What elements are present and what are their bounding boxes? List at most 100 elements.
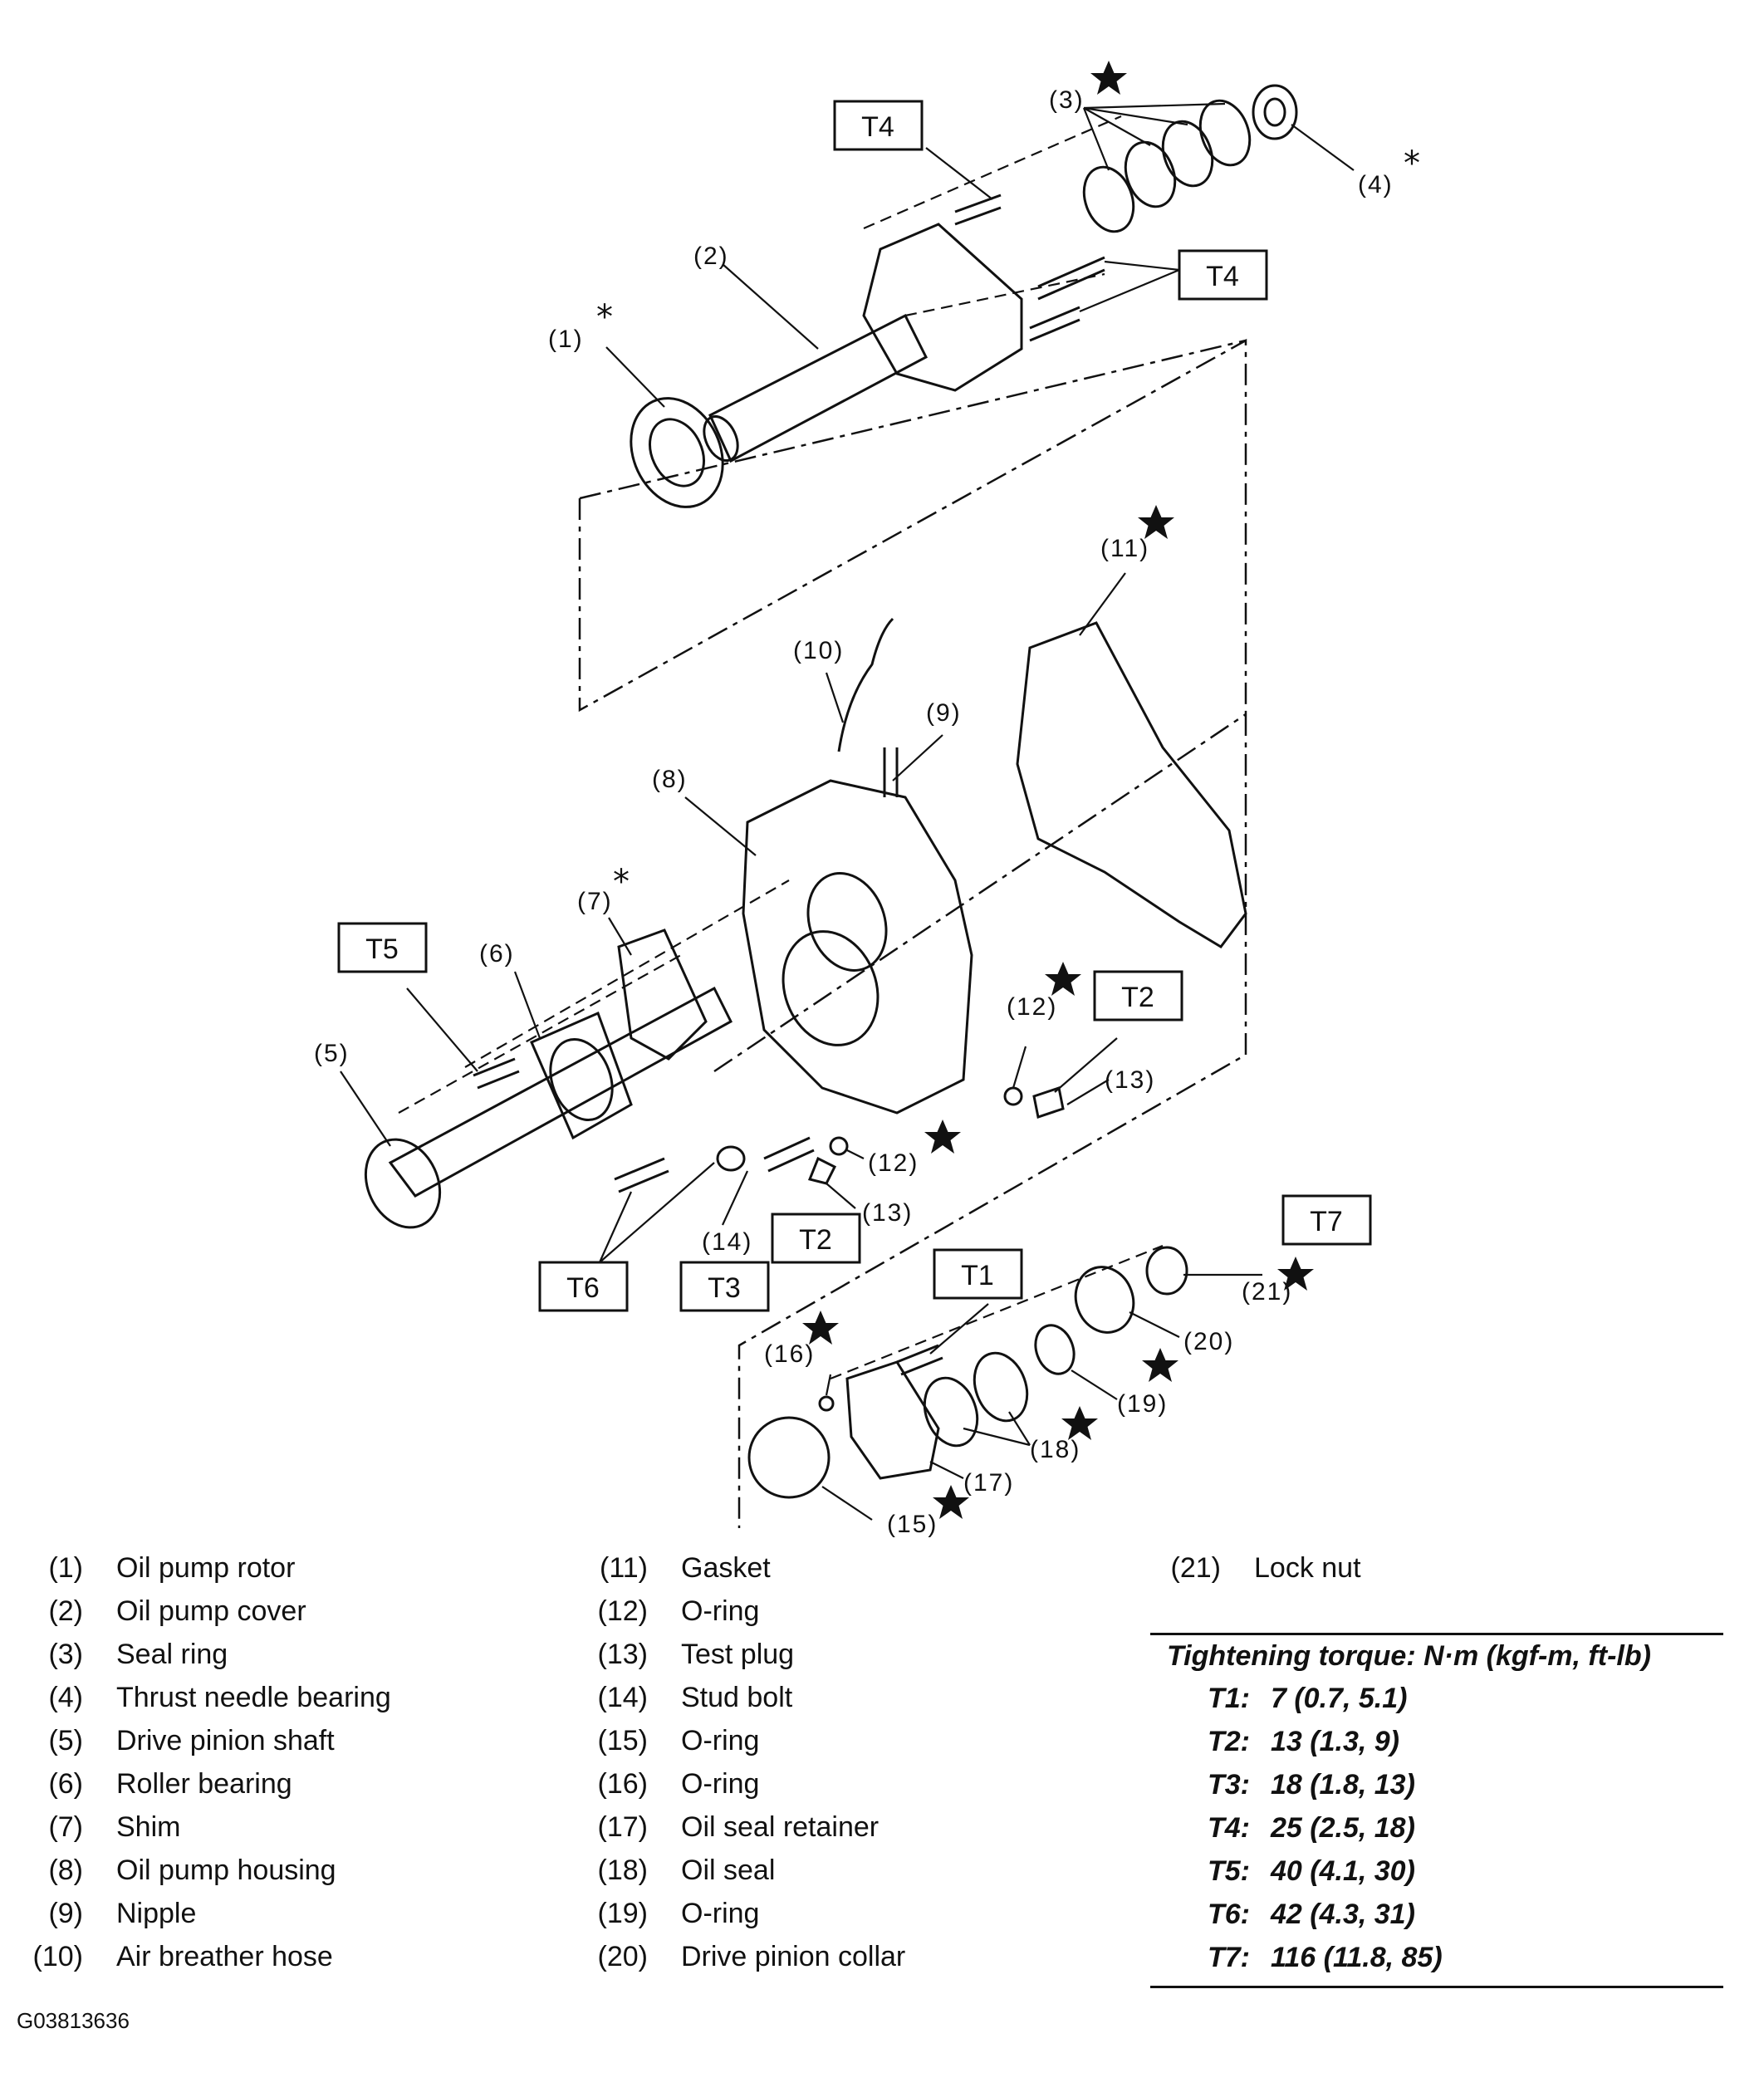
asterisk-7: * [613,863,630,901]
star-19 [1142,1348,1178,1382]
svg-text:T7: T7 [1310,1206,1343,1237]
legend-item: (21)Lock nut [1170,1552,1361,1584]
legend-item: (5)Drive pinion shaft [48,1725,335,1756]
torque-table: Tightening torque: N·m (kgf-m, ft-lb) T1… [1150,1633,1723,1988]
callout-17: (17) [963,1469,1014,1497]
torque-box-t1: T1 [933,1248,1023,1300]
asterisk-1: * [596,298,613,336]
parts-legend-col-3: (21)Lock nut [1138,1546,1361,1590]
callout-11: (11) [1100,535,1149,562]
bolts-and-plugs [473,1057,1065,1193]
legend-item: (4)Thrust needle bearing [48,1682,391,1713]
callout-16: (16) [764,1340,815,1368]
legend-item: (9)Nipple [48,1898,197,1929]
callout-6: (6) [479,940,515,968]
torque-box-t3: T3 [679,1261,770,1312]
legend-item: (15)O-ring [597,1725,760,1756]
svg-text:T6: T6 [566,1272,600,1304]
callout-21: (21) [1242,1278,1292,1306]
nipple [883,747,899,797]
svg-text:T2: T2 [1121,982,1154,1013]
legend-item: (3)Seal ring [48,1639,228,1670]
torque-row: T3:18 (1.8, 13) [1208,1769,1415,1801]
legend-item: (1)Oil pump rotor [48,1552,296,1584]
torque-table-title: Tightening torque: N·m (kgf-m, ft-lb) [1167,1640,1651,1672]
callout-7: (7) [577,888,613,915]
torque-box-t7: T7 [1281,1194,1372,1246]
legend-item: (8)Oil pump housing [48,1854,336,1886]
torque-row: T6:42 (4.3, 31) [1208,1899,1415,1930]
star-16 [802,1311,839,1345]
exploded-diagram: * * * (1) (2) (3) (4) (5) (6) (7) (8) (9… [314,61,1420,1538]
o-ring-16 [818,1395,835,1412]
o-ring-15 [747,1416,831,1499]
legend-item: (10)Air breather hose [32,1941,333,1972]
legend-item: (20)Drive pinion collar [597,1941,906,1972]
oil-pump-cover [703,223,1023,463]
seal-rings [1082,99,1252,233]
shim [617,928,708,1061]
torque-box-t4-right: T4 [1178,249,1268,301]
thrust-needle-bearing [1252,84,1298,140]
callout-8: (8) [652,766,688,793]
callout-13b: (13) [862,1199,913,1227]
parts-legend-col-2: (11)Gasket (12)O-ring (13)Test plug (14)… [565,1546,906,1978]
callout-12a: (12) [1007,993,1057,1021]
legend-item: (11)Gasket [600,1552,771,1584]
legend-item: (13)Test plug [597,1639,795,1670]
legend-item: (2)Oil pump cover [48,1595,306,1627]
parts-legend-col-1: (1)Oil pump rotor (2)Oil pump cover (3)S… [0,1546,391,1978]
torque-box-t6: T6 [538,1261,629,1312]
air-breather-hose [837,617,894,752]
leader-lines [340,102,1355,1521]
callout-20: (20) [1183,1328,1234,1355]
torque-row: T2:13 (1.3, 9) [1208,1726,1399,1757]
legend-item: (7)Shim [48,1811,181,1843]
legend-item: (12)O-ring [597,1595,760,1627]
gasket [1016,621,1247,948]
legend-item: (18)Oil seal [597,1854,776,1886]
torque-row: T4:25 (2.5, 18) [1208,1812,1415,1844]
torque-row: T7:116 (11.8, 85) [1208,1942,1443,1973]
torque-box-t2-right: T2 [1093,970,1183,1022]
callout-3: (3) [1049,86,1085,114]
asterisk-4: * [1404,145,1420,183]
legend-item: (14)Stud bolt [597,1682,793,1713]
bottom-seal-group [747,1246,1188,1499]
torque-row: T1:7 (0.7, 5.1) [1208,1683,1408,1714]
callout-13a: (13) [1105,1066,1155,1094]
callout-10: (10) [793,637,844,664]
callout-19: (19) [1117,1390,1168,1418]
callout-15: (15) [887,1511,938,1538]
callout-4: (4) [1358,171,1394,198]
torque-box-t2-left: T2 [771,1213,861,1264]
svg-text:T1: T1 [961,1260,994,1291]
svg-text:T4: T4 [861,111,894,143]
svg-text:T2: T2 [799,1224,832,1256]
callout-14: (14) [702,1228,752,1256]
figure-code: G03813636 [17,2008,130,2033]
torque-row: T5:40 (4.1, 30) [1208,1855,1415,1887]
t4-bolts [954,194,1105,342]
star-11 [1138,505,1174,539]
svg-text:T3: T3 [708,1272,741,1304]
callout-18: (18) [1030,1436,1080,1463]
svg-text:T4: T4 [1206,261,1239,292]
callout-12b: (12) [868,1149,919,1177]
oil-seal-retainer [845,1360,940,1480]
star-3 [1090,61,1127,95]
oil-pump-rotor [630,397,724,508]
roller-bearing [530,1011,633,1140]
drive-pinion-shaft [364,986,733,1229]
oil-pump-housing [742,779,973,1115]
svg-text:T5: T5 [365,933,399,965]
legend-item: (6)Roller bearing [48,1768,292,1800]
callout-9: (9) [926,699,962,727]
torque-box-t5: T5 [337,922,428,973]
callout-2: (2) [693,243,729,270]
star-12a [1045,962,1081,996]
legend-item: (16)O-ring [597,1768,760,1800]
callout-5: (5) [314,1040,350,1067]
star-12b [924,1120,961,1154]
star-18 [1061,1406,1098,1440]
